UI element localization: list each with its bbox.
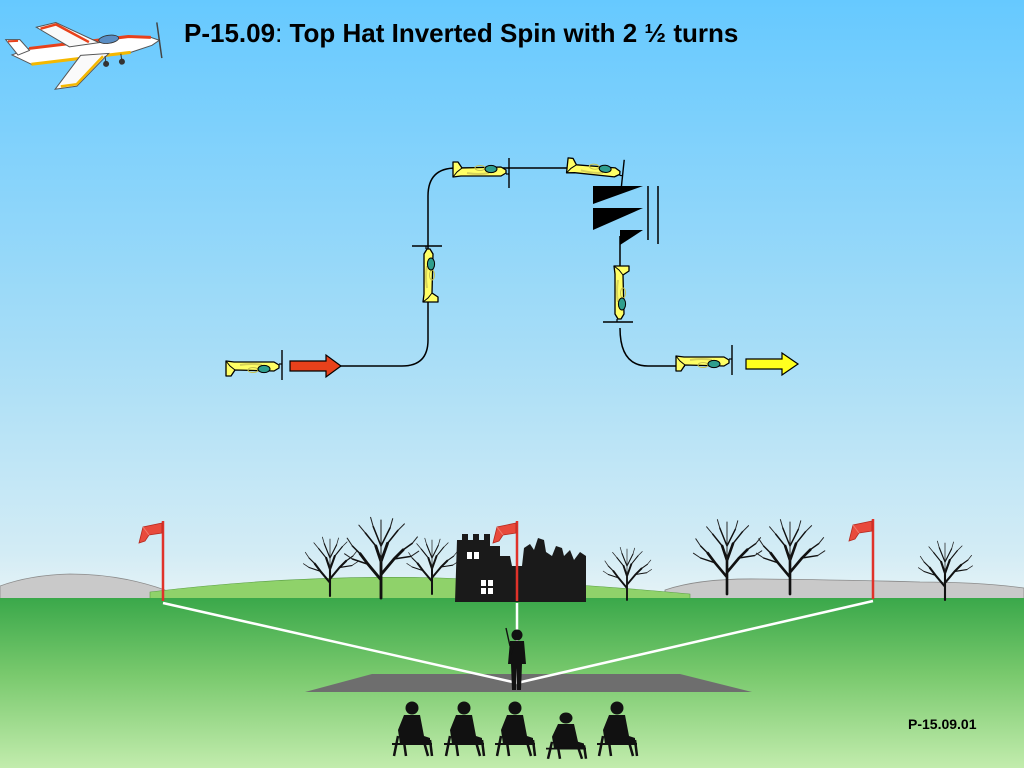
airplane-exit-icon bbox=[675, 344, 733, 376]
flight-path bbox=[340, 167, 685, 367]
hill-left bbox=[0, 573, 166, 601]
castle-ruin bbox=[455, 534, 586, 602]
hill-green bbox=[149, 576, 691, 601]
runway bbox=[305, 674, 752, 692]
figure-name: Top Hat Inverted Spin with 2 ½ turns bbox=[289, 18, 739, 48]
airplane-diving-icon bbox=[603, 266, 633, 322]
logo-plane-icon bbox=[4, 21, 163, 90]
airplane-climbing-icon bbox=[412, 246, 442, 302]
figure-id: P-15.09 bbox=[184, 18, 276, 48]
airplane-inverted-icon bbox=[564, 152, 626, 191]
pilot-silhouette bbox=[505, 627, 526, 690]
spin-triangles-icon bbox=[593, 186, 659, 245]
page-title: P-15.09: Top Hat Inverted Spin with 2 ½ … bbox=[184, 18, 738, 49]
figure-code: P-15.09.01 bbox=[908, 716, 977, 732]
airplane-inverted-icon bbox=[452, 157, 510, 189]
entry-arrow-icon bbox=[289, 353, 343, 379]
title-separator: : bbox=[275, 18, 283, 48]
airplane-entry-icon bbox=[225, 349, 283, 381]
hill-right bbox=[664, 578, 1024, 601]
exit-arrow-icon bbox=[745, 351, 800, 377]
